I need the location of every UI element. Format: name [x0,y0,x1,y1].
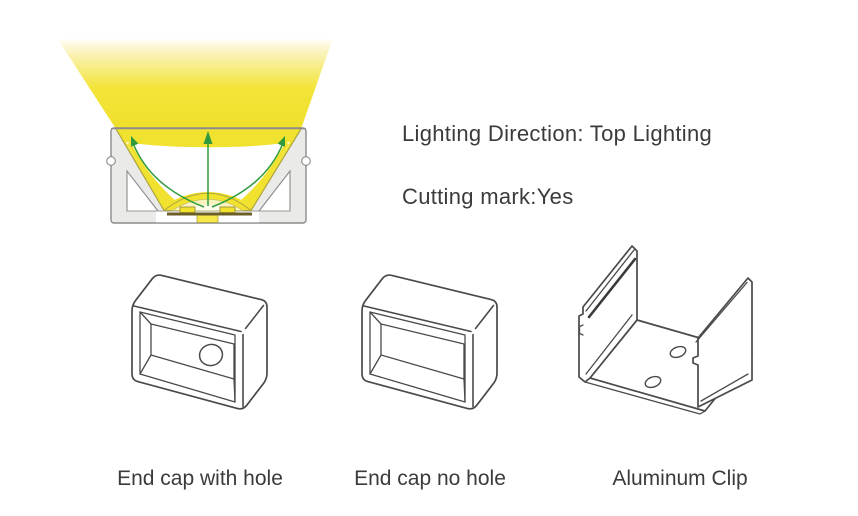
caption-end-cap-no-hole: End cap no hole [354,467,506,490]
led-chip-left [179,206,196,213]
pcb-bar [167,212,252,216]
cap-inner-edge-br [463,378,466,403]
clip-left-wall-notch [578,324,584,336]
cap-inner-edge-tl [139,311,152,325]
clip-left-wall-rim-line [585,249,635,312]
cap-front-top-edge [133,305,242,333]
caption-aluminum-clip: Aluminum Clip [612,467,748,490]
cap-inner-edge-bl [139,354,152,375]
aluminum-clip-drawing [578,245,753,415]
cap-inner-edge-tl [369,311,382,325]
cavity-wall-edge-left [115,128,165,211]
clip-screw-hole-front [644,375,662,389]
cap-front-top-edge [363,305,472,333]
pcb-tab [196,215,219,223]
end-cap-body [361,274,498,410]
led-lens-inner [184,204,231,211]
clip-screw-hole-back [669,345,687,359]
cap-top-right-edge [244,304,265,330]
end-cap-body [131,274,268,410]
cutting-mark-text: Cutting mark:Yes [402,184,574,209]
light-direction-arrows [131,131,285,208]
clip-left-wall-ledge-line [585,314,633,375]
cap-inner-edge-br [233,378,236,403]
light-ray-strip-right [241,142,289,203]
light-ray-strip-left [127,142,175,203]
clip-right-wall-ledge-line [700,373,749,402]
lighting-direction-text: Lighting Direction: Top Lighting [402,121,713,146]
clip-right-wall [692,277,753,408]
end-cap-no-hole-drawing [361,274,498,410]
profile-notch-right [301,156,311,166]
led-profile-cross-section-diagram [57,38,333,224]
caption-end-cap-with-hole: End cap with hole [117,467,283,490]
clip-left-wall [578,245,638,383]
cap-top-right-edge [474,304,495,330]
end-cap-with-hole-drawing [131,274,268,410]
clip-left-wall-grip-stripe [587,257,637,319]
cavity-wall-edge-right [250,128,302,211]
led-chip-right [219,206,236,213]
profile-notch-left [106,156,116,166]
end-cap-hole [198,343,224,367]
clip-right-wall-rim-line [695,281,748,343]
cap-inner-edge-bl [369,354,382,375]
light-beam [57,38,333,129]
